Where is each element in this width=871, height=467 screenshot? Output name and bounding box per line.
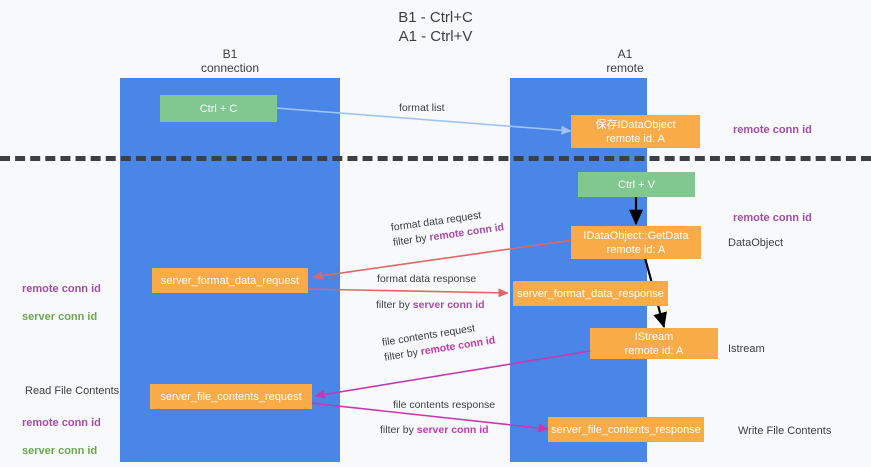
note-left-remote-conn-id: remote conn id: [22, 417, 101, 429]
box-ctrl-c[interactable]: Ctrl + C: [160, 95, 277, 122]
page-title: B1 - Ctrl+C A1 - Ctrl+V: [398, 9, 473, 45]
column-header-a1: A1 remote: [606, 47, 644, 75]
box-ctrl-v[interactable]: Ctrl + V: [578, 172, 695, 197]
edge-label-file-contents-response: file contents response filter by server …: [380, 398, 496, 438]
box-idataobject-getdata[interactable]: IDataObject::GetData remote id: A: [571, 226, 701, 259]
edge-label-server-conn-id: server conn id: [412, 299, 485, 311]
note-left-conn-ids-mid: remote conn id server conn id: [22, 268, 101, 338]
box-server-file-contents-request[interactable]: server_file_contents_request: [150, 384, 312, 409]
box-server-file-contents-response[interactable]: server_file_contents_response: [548, 417, 704, 442]
note-right-write-file-contents: Write File Contents: [738, 425, 832, 437]
box-istream[interactable]: IStream remote id: A: [590, 328, 718, 359]
edge-label-server-conn-id: server conn id: [416, 424, 489, 436]
edge-label-file-contents-response-line1: file contents response: [393, 399, 496, 411]
note-left-read-file-contents: Read File Contents: [25, 385, 120, 397]
edge-label-format-list: format list: [399, 102, 445, 114]
note-left-server-conn-id: server conn id: [22, 445, 98, 457]
section-divider: [0, 156, 871, 161]
edge-label-filter-by-text: filter by: [380, 424, 417, 436]
edge-label-format-data-response-line1: format data response: [377, 273, 477, 285]
note-left-server-conn-id: server conn id: [22, 311, 98, 323]
edge-label-filter-by-text: filter by: [376, 299, 413, 311]
box-server-format-data-request[interactable]: server_format_data_request: [152, 268, 308, 293]
column-header-b1: B1 connection: [200, 47, 260, 75]
note-right-remote-conn-id-top: remote conn id: [733, 124, 812, 136]
edge-label-filter-by-text: filter by: [392, 231, 431, 249]
edge-label-format-data-request: format data request filter by remote con…: [390, 205, 505, 250]
note-right-remote-conn-id-mid: remote conn id: [733, 212, 812, 224]
note-left-conn-ids-bottom: remote conn id server conn id: [22, 402, 101, 467]
note-right-istream: Istream: [728, 343, 765, 355]
note-right-dataobject: DataObject: [728, 237, 784, 249]
note-left-remote-conn-id: remote conn id: [22, 283, 101, 295]
edge-label-file-contents-request: file contents request filter by remote c…: [381, 318, 496, 365]
edge-label-file-contents-response-line2: filter by server conn id: [380, 423, 495, 438]
edge-label-format-data-response: format data response filter by server co…: [376, 272, 485, 313]
box-server-format-data-response[interactable]: server_format_data_response: [513, 281, 668, 306]
box-idataobject-store[interactable]: 保存IDataObject remote id: A: [571, 115, 700, 148]
edge-label-format-data-response-line2: filter by server conn id: [376, 298, 485, 313]
